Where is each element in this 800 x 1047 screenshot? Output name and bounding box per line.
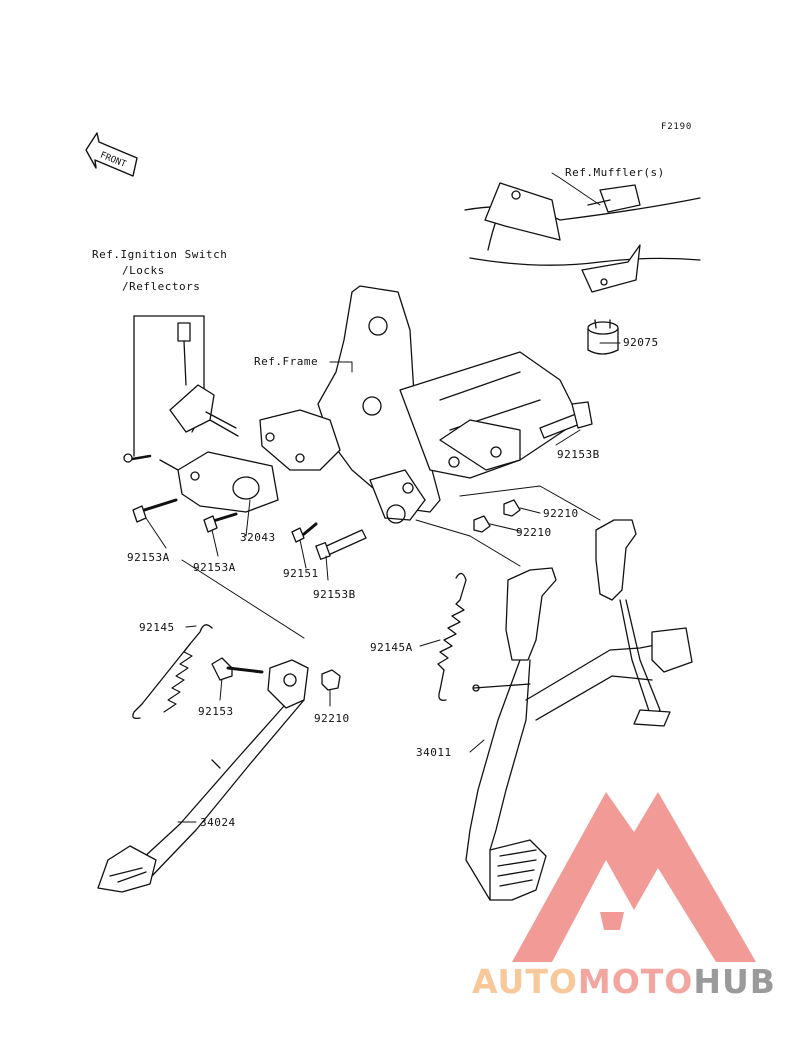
ref-ignition-line3: /Reflectors (122, 280, 201, 293)
part-label-92145a: 92145A (370, 641, 413, 654)
part-label-34024: 34024 (200, 816, 236, 829)
part-label-92153b-lower: 92153B (313, 588, 356, 601)
part-label-92151: 92151 (283, 567, 319, 580)
watermark-logo-icon (512, 792, 756, 962)
part-92151-bolt (291, 522, 318, 543)
watermark-auto: AUTO (472, 962, 578, 1001)
part-label-32043: 32043 (240, 531, 276, 544)
part-label-92210-lower: 92210 (314, 712, 350, 725)
part-92153a-bolt (132, 498, 238, 533)
part-34024-side-stand (97, 659, 309, 893)
front-arrow-icon: FRONT (85, 132, 138, 177)
part-92210-nut (321, 499, 521, 691)
muffler-ref-outline (464, 182, 701, 293)
watermark-text: AUTOMOTOHUB (472, 962, 776, 1001)
part-34011-center-stand (465, 519, 693, 901)
ref-ignition-line1: Ref.Ignition Switch (92, 248, 228, 261)
ref-muffler: Ref.Muffler(s) (565, 166, 665, 179)
ignition-switch-ref (123, 315, 239, 463)
part-92153b-bolt-lower (315, 529, 367, 560)
part-label-92210-middle: 92210 (516, 526, 552, 539)
part-label-92153a-right: 92153A (193, 561, 236, 574)
watermark-moto: MOTO (577, 962, 694, 1001)
part-label-92153: 92153 (198, 705, 234, 718)
part-label-92153a-left: 92153A (127, 551, 170, 564)
watermark-hub: HUB (693, 962, 776, 1001)
part-92145a-spring (437, 572, 467, 701)
part-label-92075: 92075 (623, 336, 659, 349)
part-32043-bracket (159, 451, 279, 513)
part-label-92153b-upper: 92153B (557, 448, 600, 461)
part-label-92210-upper: 92210 (543, 507, 579, 520)
ref-ignition-line2: /Locks (122, 264, 165, 277)
part-label-92145: 92145 (139, 621, 175, 634)
part-92153-bolt (211, 657, 264, 681)
part-label-34011: 34011 (416, 746, 452, 759)
part-92145-spring (132, 624, 213, 720)
leader-lines (145, 172, 621, 823)
part-92075-grommet (587, 319, 619, 355)
ref-frame: Ref.Frame (254, 355, 319, 368)
part-92153b-bolt-upper (539, 401, 593, 439)
figure-id: F2190 (661, 122, 693, 132)
frame-ref-outline (259, 285, 581, 524)
